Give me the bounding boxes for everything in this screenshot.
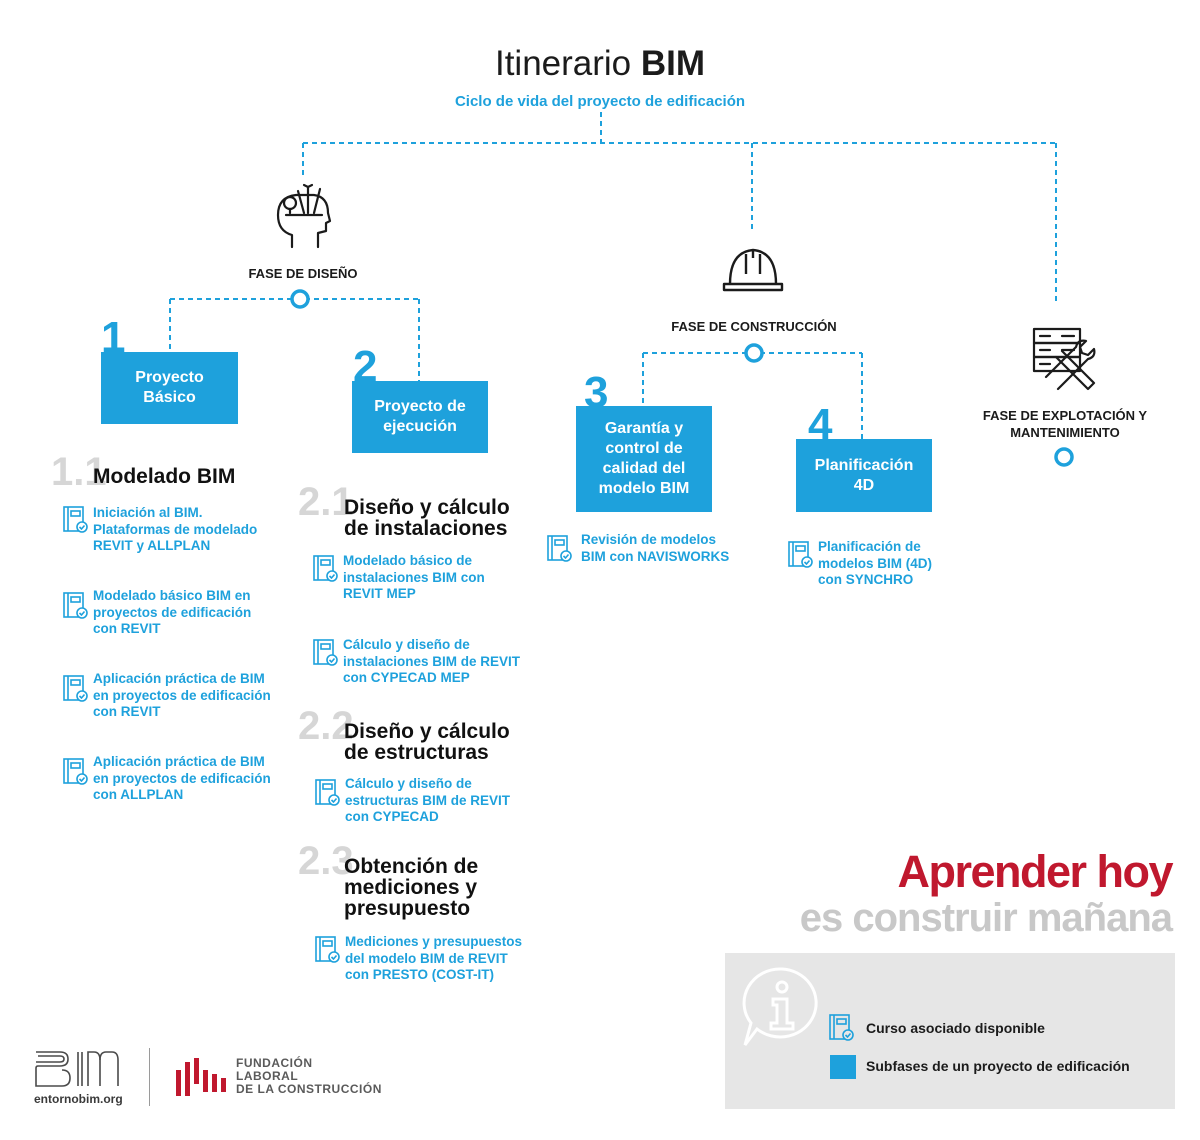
page-subtitle: Ciclo de vida del proyecto de edificació… xyxy=(454,93,746,110)
course-2-label[interactable]: Modelado básico BIM en proyectos de edif… xyxy=(93,588,252,636)
section-2-1-number: 2.1 xyxy=(298,480,354,524)
fundacion-line-3: DE LA CONSTRUCCIÓN xyxy=(236,1082,382,1096)
course-book-icon xyxy=(315,779,340,806)
legend-panel: Curso asociado disponible Subfases de un… xyxy=(725,953,1175,1109)
page-title: Itinerario BIM xyxy=(494,44,706,83)
course-book-icon xyxy=(547,535,572,562)
site-url: entornobim.org xyxy=(34,1092,123,1106)
phase-operation-label: FASE DE EXPLOTACIÓN Y MANTENIMIENTO xyxy=(982,408,1148,440)
course-9-label[interactable]: Revisión de modelos BIM con NAVISWORKS xyxy=(581,532,730,564)
section-1-1-number: 1.1 xyxy=(51,450,107,494)
subphase-1-box: Proyecto Básico xyxy=(101,352,238,424)
subphase-3-label: Garantía y control de calidad del modelo… xyxy=(598,420,690,497)
course-item-3[interactable] xyxy=(63,675,89,708)
phase-construction-label: FASE DE CONSTRUCCIÓN xyxy=(671,319,837,334)
course-book-icon xyxy=(313,555,338,582)
course-item-10[interactable] xyxy=(788,541,814,574)
course-item-1[interactable] xyxy=(63,506,89,539)
info-icon xyxy=(742,967,818,1046)
course-book-icon xyxy=(315,936,340,963)
course-book-icon xyxy=(788,541,813,568)
section-2-2-heading: Diseño y cálculo de estructuras xyxy=(344,720,510,764)
course-1-label[interactable]: Iniciación al BIM. Plataformas de modela… xyxy=(93,505,258,553)
subphase-2-box: Proyecto de ejecución xyxy=(352,381,488,453)
course-book-icon xyxy=(63,675,88,702)
legend-course-label: Curso asociado disponible xyxy=(866,1020,1045,1036)
course-6-label[interactable]: Cálculo y diseño de instalaciones BIM de… xyxy=(343,637,521,685)
course-item-9[interactable] xyxy=(547,535,573,568)
section-2-3-number: 2.3 xyxy=(298,839,354,883)
fundacion-logo-mark xyxy=(176,1058,226,1096)
course-item-8[interactable] xyxy=(315,936,341,969)
subphase-1-label: Proyecto Básico xyxy=(135,369,204,406)
fundacion-name: FUNDACIÓN LABORAL DE LA CONSTRUCCIÓN xyxy=(236,1057,382,1096)
course-item-5[interactable] xyxy=(313,555,339,588)
course-item-6[interactable] xyxy=(313,639,339,672)
subphase-3-box: Garantía y control de calidad del modelo… xyxy=(576,406,712,512)
section-2-3-heading: Obtención de mediciones y presupuesto xyxy=(344,855,479,920)
course-8-label[interactable]: Mediciones y presupuestos del modelo BIM… xyxy=(345,934,523,982)
course-item-4[interactable] xyxy=(63,758,89,791)
section-1-1-heading: Modelado BIM xyxy=(93,465,236,488)
subphase-4-box: Planificación 4D xyxy=(796,439,932,512)
subphase-2-label: Proyecto de ejecución xyxy=(374,398,466,435)
section-2-2-number: 2.2 xyxy=(298,704,354,748)
course-item-2[interactable] xyxy=(63,592,89,625)
legend-course-icon xyxy=(829,1014,855,1047)
slogan-line-2: es construir mañana xyxy=(799,896,1173,940)
bim-logo xyxy=(35,1051,119,1087)
section-2-1-heading: Diseño y cálculo de instalaciones xyxy=(344,496,510,540)
phase-design-label: FASE DE DISEÑO xyxy=(248,266,358,281)
footer-divider xyxy=(149,1048,150,1106)
course-book-icon xyxy=(829,1014,854,1041)
fundacion-line-2: LABORAL xyxy=(236,1069,299,1083)
course-3-label[interactable]: Aplicación práctica de BIM en proyectos … xyxy=(93,671,271,719)
course-7-label[interactable]: Cálculo y diseño de estructuras BIM de R… xyxy=(345,776,511,824)
server-tools-icon xyxy=(1032,327,1096,391)
fundacion-line-1: FUNDACIÓN xyxy=(236,1056,313,1070)
course-5-label[interactable]: Modelado básico de instalaciones BIM con… xyxy=(343,553,485,601)
course-book-icon xyxy=(313,639,338,666)
legend-subphase-label: Subfases de un proyecto de edificación xyxy=(866,1058,1130,1074)
course-item-7[interactable] xyxy=(315,779,341,812)
course-book-icon xyxy=(63,758,88,785)
course-book-icon xyxy=(63,506,88,533)
legend-subphase-swatch xyxy=(830,1055,856,1079)
slogan-line-1: Aprender hoy xyxy=(897,846,1173,897)
course-4-label[interactable]: Aplicación práctica de BIM en proyectos … xyxy=(93,754,271,802)
head-ideas-icon xyxy=(276,183,332,249)
course-10-label[interactable]: Planificación de modelos BIM (4D) con SY… xyxy=(818,539,933,587)
hard-hat-icon xyxy=(722,248,784,292)
subphase-4-label: Planificación 4D xyxy=(814,456,914,494)
course-book-icon xyxy=(63,592,88,619)
